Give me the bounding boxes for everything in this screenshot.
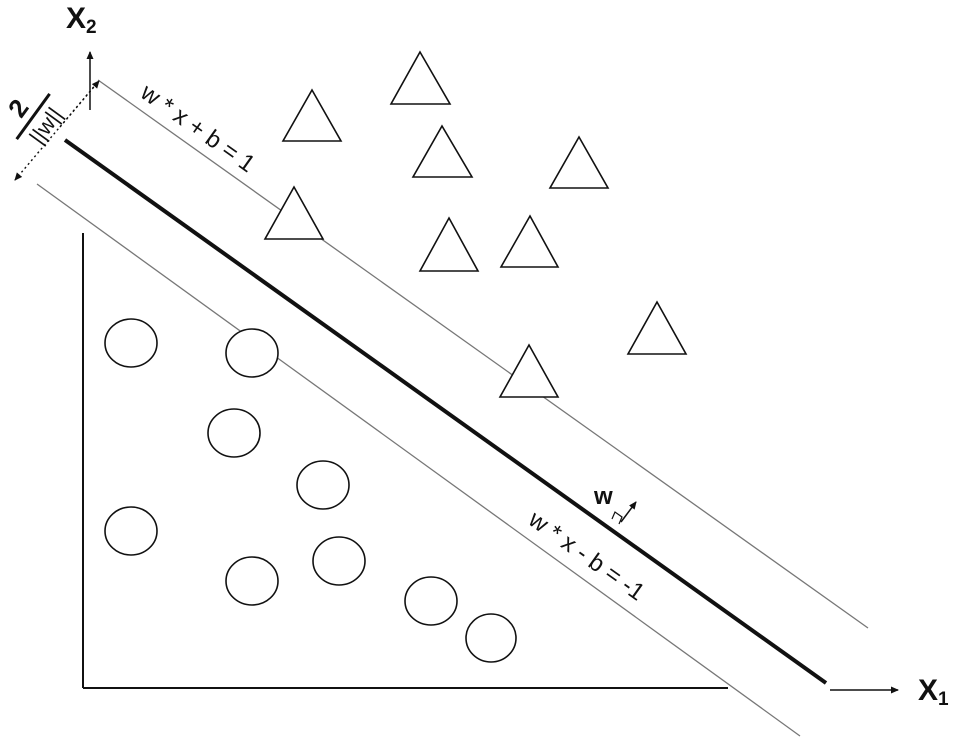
margin-width-arrow-back (59, 80, 100, 128)
triangle-point (263, 185, 325, 240)
circle-point (312, 536, 366, 586)
fraction-numerator: 2 (2, 93, 35, 122)
lower-margin-line (36, 183, 801, 737)
triangle-point (411, 124, 474, 178)
upper-margin-line (97, 79, 869, 629)
circle-point (225, 328, 279, 378)
triangle-point (548, 135, 610, 189)
upper-margin-equation: w * x + b = 1 (135, 78, 260, 178)
positive-class-points (263, 50, 688, 398)
triangle-point (418, 216, 480, 272)
triangle-point (498, 343, 560, 398)
y-axis-label: X2 (66, 2, 97, 38)
fraction-bar (15, 92, 51, 141)
circle-point (465, 613, 517, 663)
circle-point (404, 576, 458, 626)
right-angle-marker (611, 511, 623, 525)
negative-class-points (104, 318, 517, 663)
triangle-point (389, 50, 452, 105)
circle-point (104, 318, 158, 368)
normal-vector-label: w (593, 483, 613, 510)
normal-vector-arrow (620, 501, 637, 523)
circle-point (225, 556, 279, 606)
triangle-point (499, 214, 560, 268)
circle-point (296, 460, 350, 510)
normal-vector: w (593, 483, 637, 525)
triangle-point (626, 300, 688, 355)
circle-point (104, 506, 158, 556)
lower-margin-equation: w * x - b = -1 (523, 505, 650, 606)
margin-width-fraction: 2 ||w|| (2, 92, 67, 149)
triangle-point (281, 88, 343, 142)
x-axis-label: X1 (918, 674, 949, 710)
decision-boundary-line (63, 138, 828, 685)
circle-point (207, 408, 261, 458)
